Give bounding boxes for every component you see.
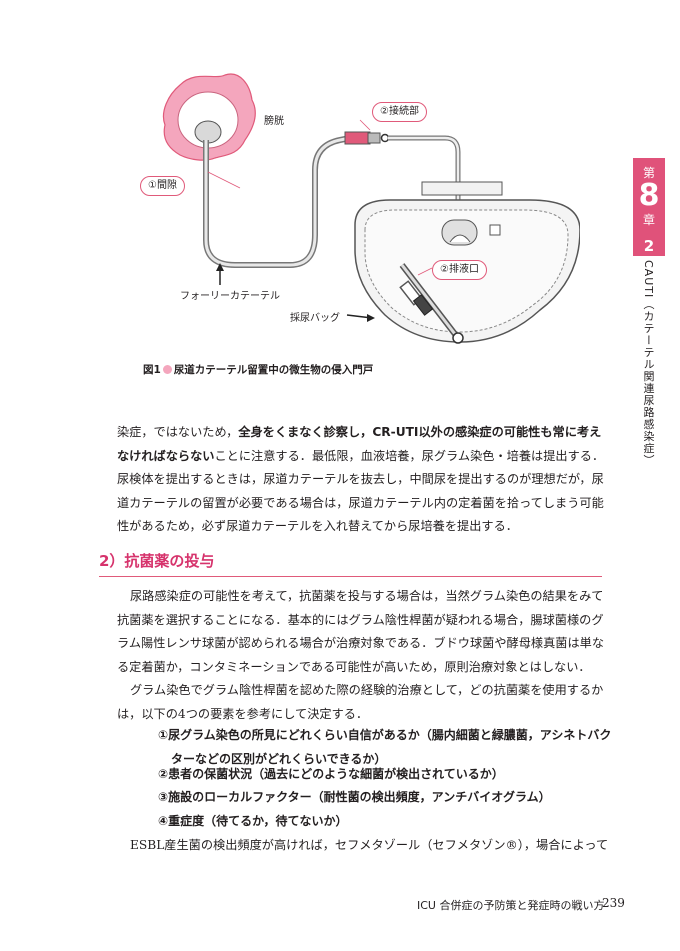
figure-urinary-catheter: ①間隙 膀胱 ②接続部 ②排液口 フォーリーカテーテル 採尿バッグ	[140, 60, 580, 360]
paragraph-2: 尿路感染症の可能性を考えて，抗菌薬を投与する場合は，当然グラム染色の結果をみて …	[117, 585, 605, 679]
balloon	[194, 120, 222, 144]
callout-drain: ②排液口	[432, 260, 487, 280]
callout-meatus: ①間隙	[140, 176, 185, 196]
para2-line4: る定着菌か，コンタミネーションである可能性が高いため，原則治療対象とはしない．	[117, 659, 591, 674]
section-heading: 2）抗菌薬の投与	[99, 552, 215, 570]
paragraph-3: グラム染色でグラム陰性桿菌を認めた際の経験的治療として，どの抗菌薬を使用するか …	[117, 679, 604, 726]
paragraph-1: 染症，ではないため，全身をくまなく診察し，CR-UTI以外の感染症の可能性も常に…	[117, 421, 605, 539]
chapter-number: 8	[638, 178, 660, 213]
figure-number: 図1	[143, 364, 161, 376]
chapter-sho: 章	[642, 213, 655, 227]
connector	[344, 131, 371, 145]
para1-line1: 染症，ではないため，全身をくまなく診察し，CR-UTI以外の感染症の可能性も常に…	[117, 425, 602, 439]
label-bag: 採尿バッグ	[290, 313, 340, 324]
para1-line2: なければならないことに注意する．最低限，血液培養，尿グラム染色・培養は提出する．	[117, 448, 605, 463]
para3-line1: グラム染色でグラム陰性桿菌を認めた際の経験的治療として，どの抗菌薬を使用するか	[130, 683, 604, 697]
para1-line3: 尿検体を提出するときは，尿道カテーテルを抜去し，中間尿を提出するのが理想だが，尿	[117, 472, 604, 486]
label-catheter: フォーリーカテーテル	[180, 291, 280, 302]
page-number: 239	[602, 896, 625, 910]
para2-line1: 尿路感染症の可能性を考えて，抗菌薬を投与する場合は，当然グラム染色の結果をみて	[130, 589, 604, 603]
chapter-dai: 第	[642, 166, 655, 180]
list-item-3: ③施設のローカルファクター（耐性菌の検出頻度，アンチバイオグラム）	[158, 790, 551, 804]
para3-line2: は，以下の4つの要素を参考にして決定する．	[117, 706, 369, 721]
heading-underline	[99, 576, 602, 577]
list-item-1: ①尿グラム染色の所見にどれくらい自信があるか（腸内細菌と緑膿菌，アシネトバク タ…	[158, 728, 612, 766]
figure-caption: 図1 尿道カテーテル留置中の微生物の侵入門戸	[143, 362, 373, 377]
catheter-tube	[203, 135, 351, 268]
list-item-4: ④重症度（待てるか，待てないか）	[158, 814, 348, 828]
callout-junction: ②接続部	[372, 102, 427, 122]
para2-line2: 抗菌薬を選択することになる．基本的にはグラム陰性桿菌が疑われる場合，腸球菌様のグ	[117, 612, 604, 627]
para2-line3: ラム陽性レンサ球菌が認められる場合が治療対象である．ブドウ球菌や酵母様真菌は単な	[117, 636, 605, 650]
para4-line1: ESBL産生菌の検出頻度が高ければ，セフメタゾール（セフメタゾン®），場合によっ…	[130, 838, 609, 852]
running-side-title: CAUTI（カテーテル関連尿路感染症）	[642, 260, 655, 467]
caption-dot-icon	[162, 365, 172, 374]
para1-line5: 性があるため，必ず尿道カテーテルを入れ替えてから尿培養を提出する．	[117, 519, 518, 533]
footer-book-title: ICU 合併症の予防策と発症時の戦い方	[417, 899, 605, 912]
paragraph-4: ESBL産生菌の検出頻度が高ければ，セフメタゾール（セフメタゾン®），場合によっ…	[117, 834, 609, 858]
para1-line4: 道カテーテルの留置が必要である場合は，尿道カテーテル内の定着菌を拾ってしまう可能	[117, 495, 604, 510]
section-number: 2	[633, 236, 665, 256]
figure-caption-text: 尿道カテーテル留置中の微生物の侵入門戸	[173, 364, 374, 376]
label-bladder: 膀胱	[264, 116, 284, 127]
list-item-2: ②患者の保菌状況（過去にどのような細菌が検出されているか）	[158, 767, 504, 781]
catheter-illustration	[162, 73, 580, 344]
